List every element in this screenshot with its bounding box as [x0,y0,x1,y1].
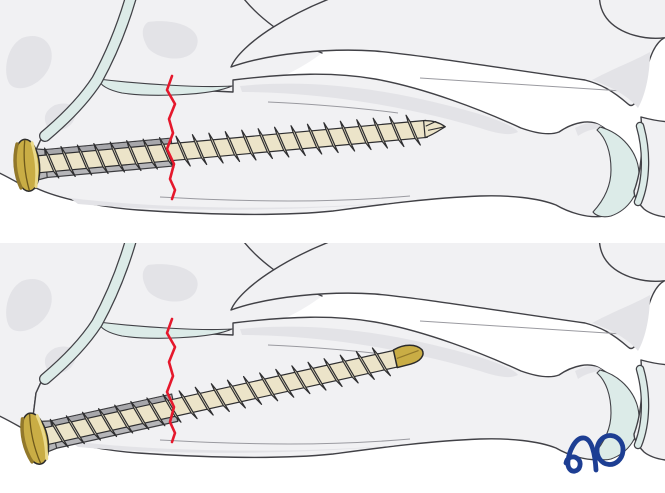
screw-intramedullary-contained [13,114,446,192]
screw-intramedullary-penetrating [20,344,424,465]
ao-logo-letter-o [594,433,626,467]
fracture-line [165,74,177,201]
panel-divider [0,220,665,243]
ao-logo-letter-a [563,435,599,474]
panel-bottom [0,243,665,474]
fracture-line [165,317,177,444]
ao-logo [563,433,626,474]
panel-top [0,0,665,220]
